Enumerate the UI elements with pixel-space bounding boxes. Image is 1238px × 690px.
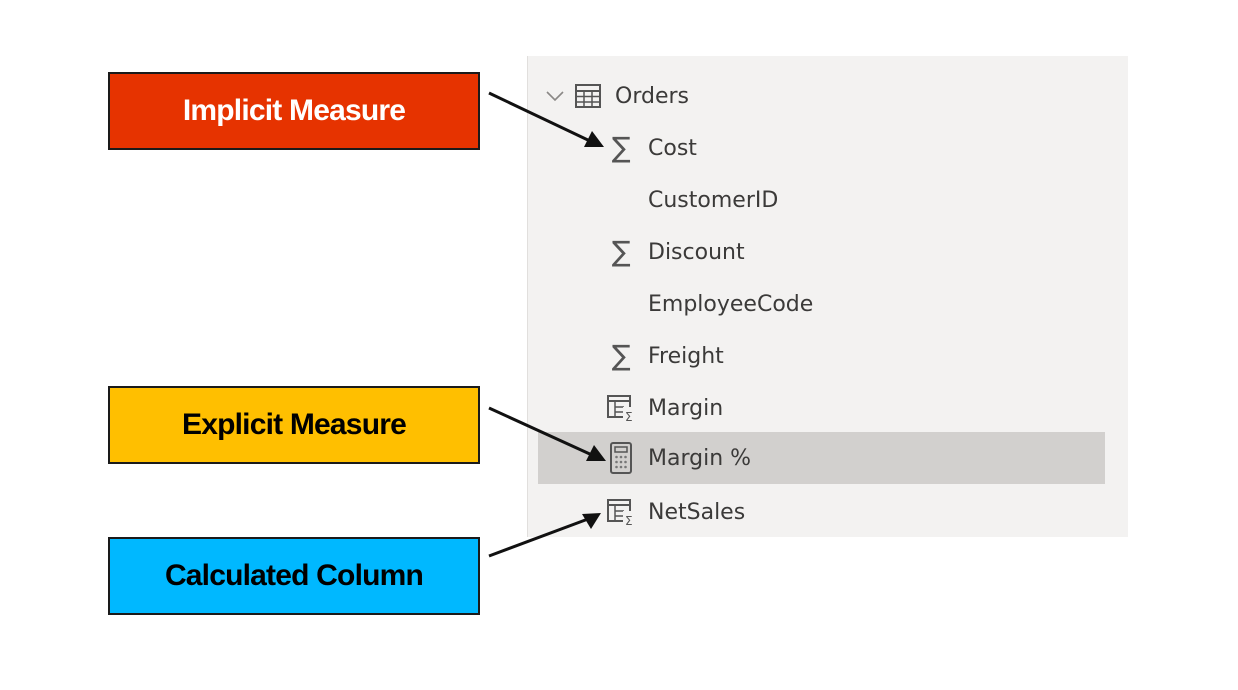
field-label: Freight — [648, 343, 724, 369]
table-name: Orders — [615, 83, 689, 109]
field-item-freight[interactable]: ∑ Freight — [538, 330, 1105, 382]
field-label: NetSales — [648, 499, 746, 525]
explicit-measure-label: Explicit Measure — [182, 408, 407, 441]
calculator-icon — [606, 442, 636, 474]
field-label: CustomerID — [648, 187, 779, 213]
sigma-icon: ∑ — [611, 131, 631, 164]
field-item-discount[interactable]: ∑ Discount — [538, 226, 1105, 278]
field-label: Discount — [648, 239, 745, 265]
field-item-margin-percent[interactable]: Margin % — [538, 432, 1105, 484]
field-item-cost[interactable]: ∑ Cost — [538, 122, 1105, 174]
calculated-column-label: Calculated Column — [164, 559, 424, 592]
calculated-column-callout: Calculated Column — [108, 537, 480, 615]
explicit-measure-callout: Explicit Measure — [108, 386, 480, 464]
chevron-down-icon[interactable] — [544, 85, 566, 107]
field-item-netsales[interactable]: Σ NetSales — [538, 486, 1105, 538]
field-label: Margin — [648, 395, 724, 421]
implicit-measure-callout: Implicit Measure — [108, 72, 480, 150]
calculated-column-icon: Σ — [606, 393, 636, 423]
implicit-measure-label: Implicit Measure — [182, 94, 406, 127]
field-label: Margin % — [648, 445, 752, 471]
field-label: Cost — [648, 135, 697, 161]
field-label: EmployeeCode — [648, 291, 814, 317]
calculated-column-icon: Σ — [606, 497, 636, 527]
fields-panel: Orders ∑ Cost CustomerID ∑ Discount Empl… — [527, 56, 1128, 537]
field-item-margin[interactable]: Σ Margin — [538, 382, 1105, 434]
table-icon — [575, 84, 601, 108]
sigma-icon: ∑ — [611, 339, 631, 372]
svg-text:Σ: Σ — [625, 514, 633, 527]
sigma-icon: ∑ — [611, 235, 631, 268]
field-item-customerid[interactable]: CustomerID — [538, 174, 1105, 226]
field-item-employeecode[interactable]: EmployeeCode — [538, 278, 1105, 330]
svg-text:Σ: Σ — [625, 410, 633, 423]
